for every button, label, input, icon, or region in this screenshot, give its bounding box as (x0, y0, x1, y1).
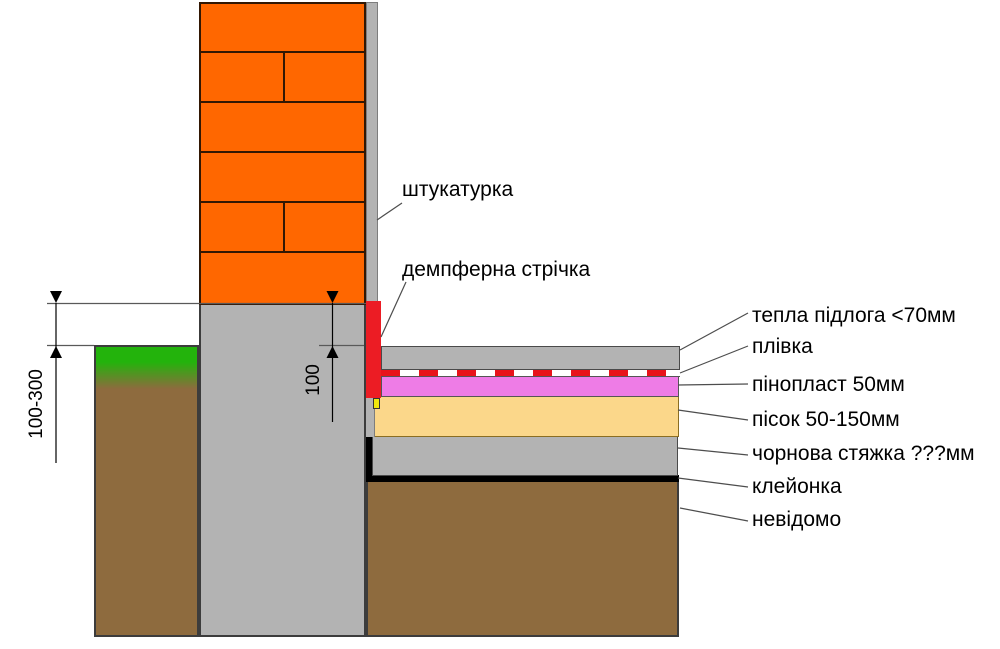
concrete-foundation (199, 303, 366, 637)
oilcloth-layer-vertical (366, 435, 373, 477)
mortar-joint (201, 251, 364, 253)
label-sand: пісок 50-150мм (752, 408, 900, 431)
mortar-joint (201, 51, 364, 53)
damper-tape-strip (366, 301, 381, 398)
brick-wall (199, 2, 366, 305)
label-foam: пінопласт 50мм (752, 373, 905, 396)
oilcloth-layer (366, 475, 679, 482)
foam-insulation-layer (381, 376, 679, 397)
mortar-joint (201, 151, 364, 153)
label-damper-tape: демпферна стрічка (402, 258, 591, 281)
mortar-joint (283, 201, 285, 251)
label-oilcloth: клейонка (752, 475, 842, 498)
plaster-strip (366, 2, 378, 305)
label-unknown: невідомо (752, 508, 842, 531)
label-rough-screed: чорнова стяжка ???мм (752, 442, 975, 465)
dimension-ground-offset: 100-300 (26, 369, 47, 439)
soil-under-floor (366, 479, 679, 637)
label-heated-floor: тепла підлога <70мм (752, 304, 956, 327)
mortar-joint (283, 51, 285, 101)
grass-and-soil-left-column (94, 345, 199, 637)
label-plaster: штукатурка (402, 178, 514, 201)
heated-floor-layer (381, 346, 680, 370)
sand-layer (373, 396, 679, 437)
film-layer (381, 369, 680, 377)
dimension-foundation-height: 100 (303, 364, 324, 396)
fastener-clip (373, 398, 380, 409)
label-film: плівка (752, 335, 813, 358)
mortar-joint (201, 101, 364, 103)
mortar-joint (201, 201, 364, 203)
rough-screed-layer (372, 436, 678, 476)
